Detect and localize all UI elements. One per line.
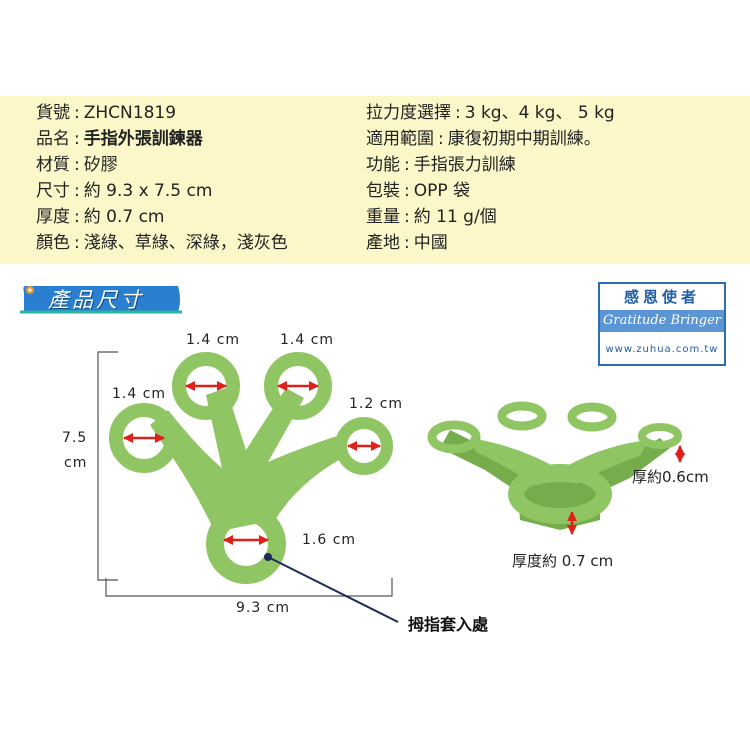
spec-list-left: 貨號:ZHCN1819 品名:手指外張訓鍊器 材質:矽膠 尺寸:約 9.3 x … bbox=[36, 100, 288, 256]
palm-shape bbox=[150, 388, 348, 532]
finger-ring bbox=[264, 352, 332, 420]
spec-list-right: 拉力度選擇:3 kg、4 kg、 5 kg 適用範圍:康復初期中期訓練。 功能:… bbox=[366, 100, 615, 256]
logo-url: www.zuhua.com.tw bbox=[605, 344, 719, 355]
spec-band bbox=[0, 96, 750, 264]
ring-dimension-label: 1.4 cm bbox=[280, 332, 335, 348]
spec-value: 約 11 g/個 bbox=[413, 207, 497, 227]
spec-separator: : bbox=[455, 103, 461, 123]
spec-value: 手指張力訓練 bbox=[413, 155, 516, 175]
product-side-view bbox=[427, 401, 682, 530]
spec-value: 約 9.3 x 7.5 cm bbox=[83, 181, 213, 201]
spec-value: OPP 袋 bbox=[413, 181, 471, 201]
logo-title: 感恩使者 bbox=[623, 288, 700, 306]
finger-thickness-label: 厚約0.6cm bbox=[632, 468, 709, 486]
thickness-arrows bbox=[567, 445, 685, 535]
thumb-callout-label: 拇指套入處 bbox=[408, 615, 489, 634]
total-thickness-label: 厚度約 0.7 cm bbox=[512, 552, 614, 570]
brand-logo: 感恩使者 Gratitude Bringer www.zuhua.com.tw bbox=[598, 282, 726, 366]
spec-key: 重量 bbox=[366, 207, 400, 227]
spec-key: 尺寸 bbox=[36, 181, 70, 201]
spec-separator: : bbox=[74, 181, 80, 201]
spec-key: 品名 bbox=[36, 129, 70, 149]
spec-separator: : bbox=[404, 207, 410, 227]
spec-value: ZHCN1819 bbox=[83, 103, 177, 123]
spec-separator: : bbox=[74, 103, 80, 123]
spec-row: 包裝:OPP 袋 bbox=[366, 178, 615, 204]
spec-key: 包裝 bbox=[366, 181, 400, 201]
dimension-lines bbox=[97, 351, 393, 597]
height-value-label: 7.5 bbox=[62, 430, 88, 446]
spec-row: 適用範圍:康復初期中期訓練。 bbox=[366, 126, 615, 152]
height-dimension-line bbox=[97, 351, 118, 581]
spec-separator: : bbox=[404, 155, 410, 175]
spec-separator: : bbox=[438, 129, 444, 149]
width-dimension-label: 9.3 cm bbox=[236, 600, 291, 616]
spec-key: 功能 bbox=[366, 155, 400, 175]
spec-row: 功能:手指張力訓練 bbox=[366, 152, 615, 178]
section-title: 產品尺寸 bbox=[48, 288, 144, 312]
spec-row: 顏色:淺綠、草綠、深綠，淺灰色 bbox=[36, 230, 288, 256]
spec-row: 品名:手指外張訓鍊器 bbox=[36, 126, 288, 152]
spec-key: 產地 bbox=[366, 233, 400, 253]
spec-key: 拉力度選擇 bbox=[366, 103, 451, 123]
ring-dimension-label: 1.2 cm bbox=[349, 396, 404, 412]
spec-separator: : bbox=[74, 207, 80, 227]
spec-value: 淺綠、草綠、深綠，淺灰色 bbox=[83, 233, 288, 253]
spec-separator: : bbox=[404, 233, 410, 253]
thumb-ring-dimension-label: 1.6 cm bbox=[302, 532, 357, 548]
spec-row: 產地:中國 bbox=[366, 230, 615, 256]
section-tab-background bbox=[20, 286, 182, 314]
finger-ring bbox=[335, 417, 393, 475]
spec-value: 約 0.7 cm bbox=[83, 207, 165, 227]
spec-value: 中國 bbox=[413, 233, 448, 253]
spec-row: 貨號:ZHCN1819 bbox=[36, 100, 288, 126]
spec-key: 厚度 bbox=[36, 207, 70, 227]
section-tab: 產品尺寸 bbox=[20, 282, 182, 316]
spec-value: 康復初期中期訓練。 bbox=[447, 129, 601, 149]
spec-key: 貨號 bbox=[36, 103, 70, 123]
height-unit-label: cm bbox=[64, 455, 88, 471]
ring-dimension-label: 1.4 cm bbox=[112, 386, 167, 402]
spec-separator: : bbox=[74, 155, 80, 175]
spec-row: 厚度:約 0.7 cm bbox=[36, 204, 288, 230]
thumb-ring bbox=[206, 504, 286, 584]
spec-key: 適用範圍 bbox=[366, 129, 434, 149]
callout-pointer bbox=[264, 553, 399, 623]
spec-separator: : bbox=[74, 129, 80, 149]
spec-separator: : bbox=[74, 233, 80, 253]
measure-arrows bbox=[123, 381, 381, 545]
spec-value: 矽膠 bbox=[83, 155, 118, 175]
spec-value-product-name: 手指外張訓鍊器 bbox=[83, 129, 203, 149]
spec-value: 3 kg、4 kg、 5 kg bbox=[464, 103, 615, 123]
logo-script: Gratitude Bringer bbox=[600, 310, 724, 332]
product-front-view bbox=[109, 352, 393, 584]
spec-row: 材質:矽膠 bbox=[36, 152, 288, 178]
ring-dimension-label: 1.4 cm bbox=[186, 332, 241, 348]
finger-ring bbox=[172, 352, 240, 420]
spec-key: 顏色 bbox=[36, 233, 70, 253]
spec-key: 材質 bbox=[36, 155, 70, 175]
spec-separator: : bbox=[404, 181, 410, 201]
spec-row: 拉力度選擇:3 kg、4 kg、 5 kg bbox=[366, 100, 615, 126]
spec-row: 重量:約 11 g/個 bbox=[366, 204, 615, 230]
spec-row: 尺寸:約 9.3 x 7.5 cm bbox=[36, 178, 288, 204]
finger-ring bbox=[109, 403, 179, 473]
width-dimension-line bbox=[105, 578, 393, 597]
